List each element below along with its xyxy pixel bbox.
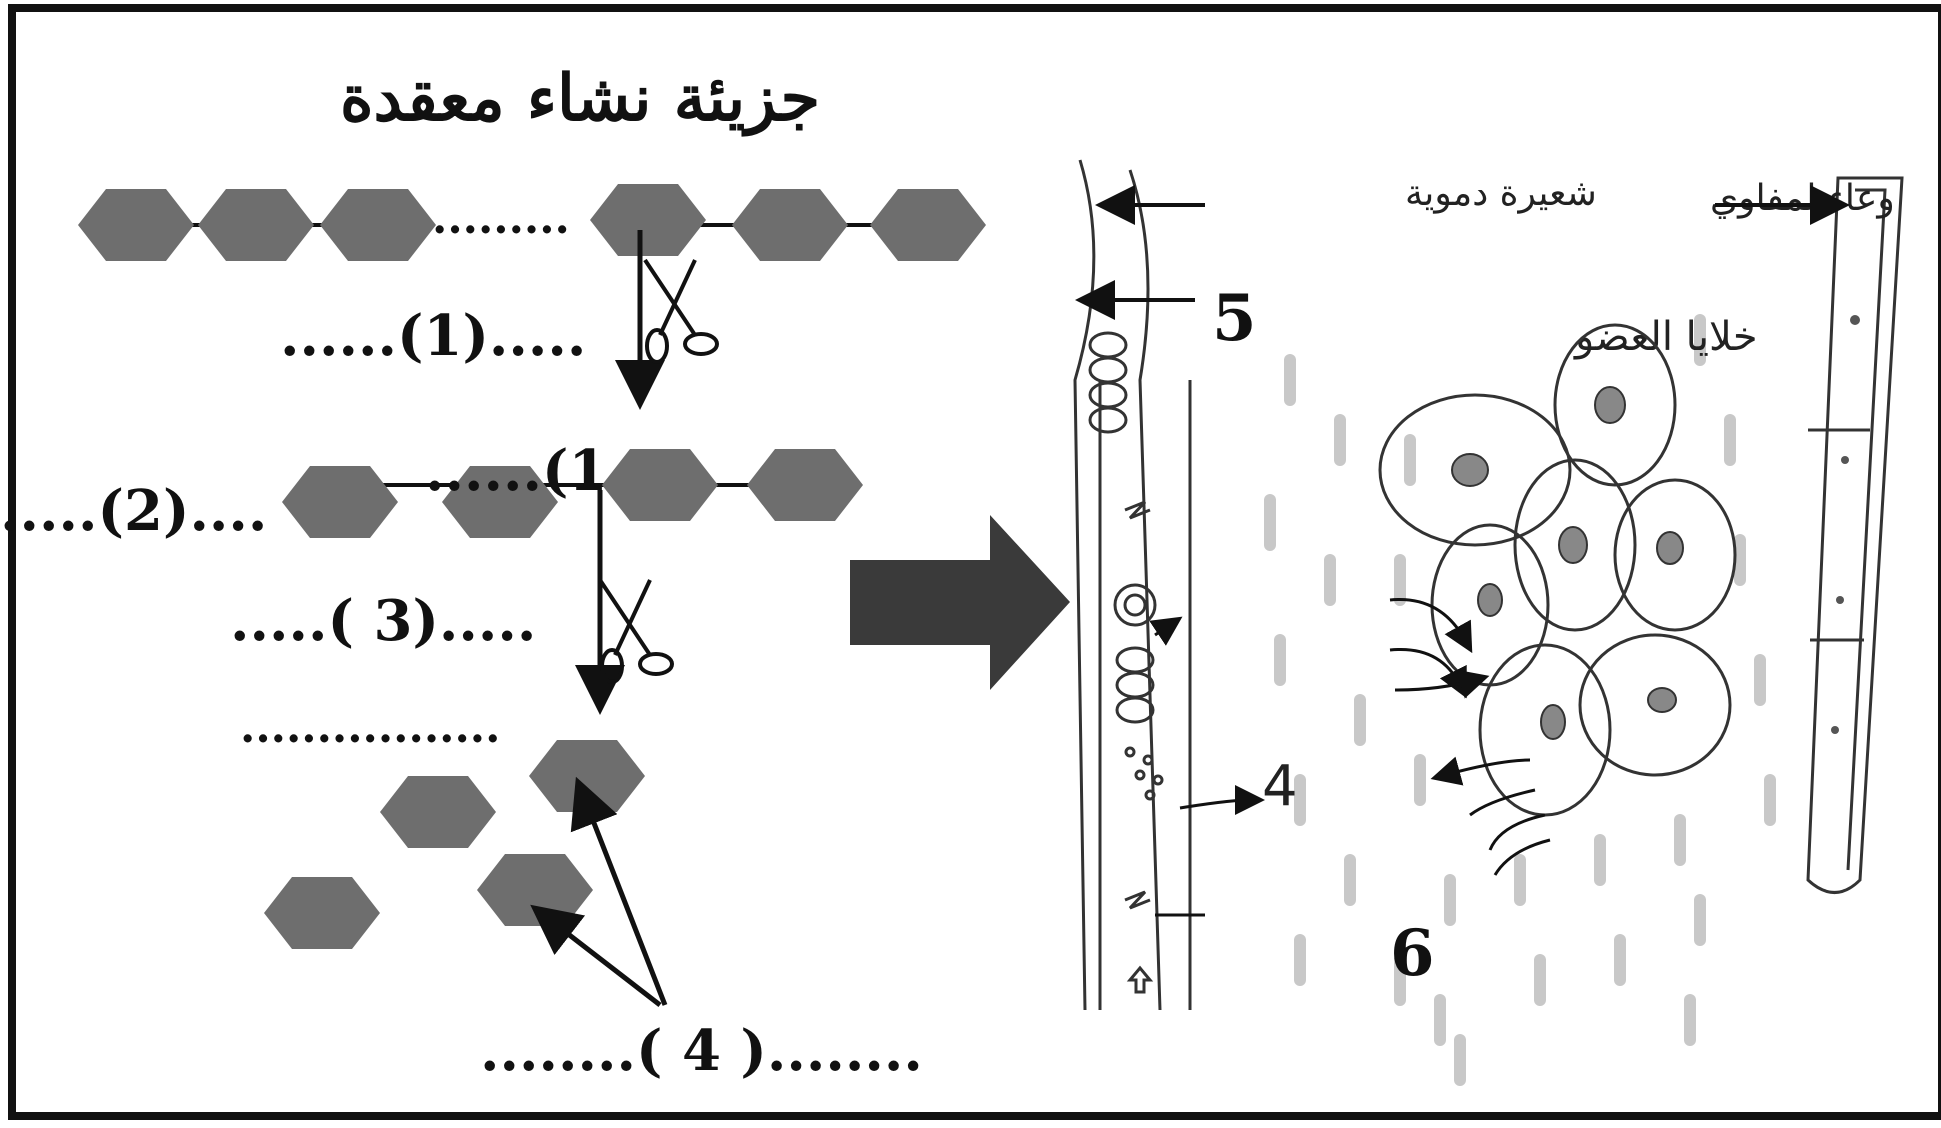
- free-glucose-units: [264, 740, 645, 949]
- label-6: 6: [1390, 916, 1435, 991]
- blank-3: .....( 3).....: [230, 588, 536, 654]
- diffusion-arrows: [1149, 598, 1551, 917]
- big-arrow-right-icon: [850, 515, 1070, 690]
- blank-4: ........( 4 )........: [480, 1018, 923, 1084]
- outer-frame: [8, 4, 1941, 1120]
- scissors-icon: [643, 258, 719, 364]
- capillary-label: شعيرة دموية: [1405, 173, 1597, 214]
- label-4: 4: [1262, 754, 1298, 819]
- blank-1-repeat: ......(1: [425, 438, 607, 504]
- pointer-arrows-4: [530, 776, 668, 1007]
- blood-capillary: [1073, 159, 1192, 1011]
- lymph-cells: [1831, 315, 1860, 734]
- blank-dots: .................: [240, 702, 500, 753]
- lymph-vessel: [1806, 176, 1904, 894]
- blank-1: ......(1).....: [280, 303, 586, 369]
- organ-cells-label: خلايا العضو: [1573, 314, 1758, 360]
- starch-chain-row-1: .........: [78, 184, 986, 261]
- lymph-vessel-label: وعاء لمفاوي: [1710, 178, 1895, 219]
- starch-chain-row-2: [282, 449, 863, 538]
- blank-2: .....(2)....: [0, 478, 267, 544]
- organ-cells: [1378, 323, 1737, 817]
- title: جزيئة نشاء معقدة: [340, 61, 820, 137]
- blood-cells: [1088, 331, 1164, 994]
- tissue-fluid-background: [1264, 314, 1776, 1086]
- scissors-icon: [598, 578, 674, 684]
- svg-text:.........: .........: [432, 193, 570, 244]
- label-5: 5: [1212, 281, 1257, 356]
